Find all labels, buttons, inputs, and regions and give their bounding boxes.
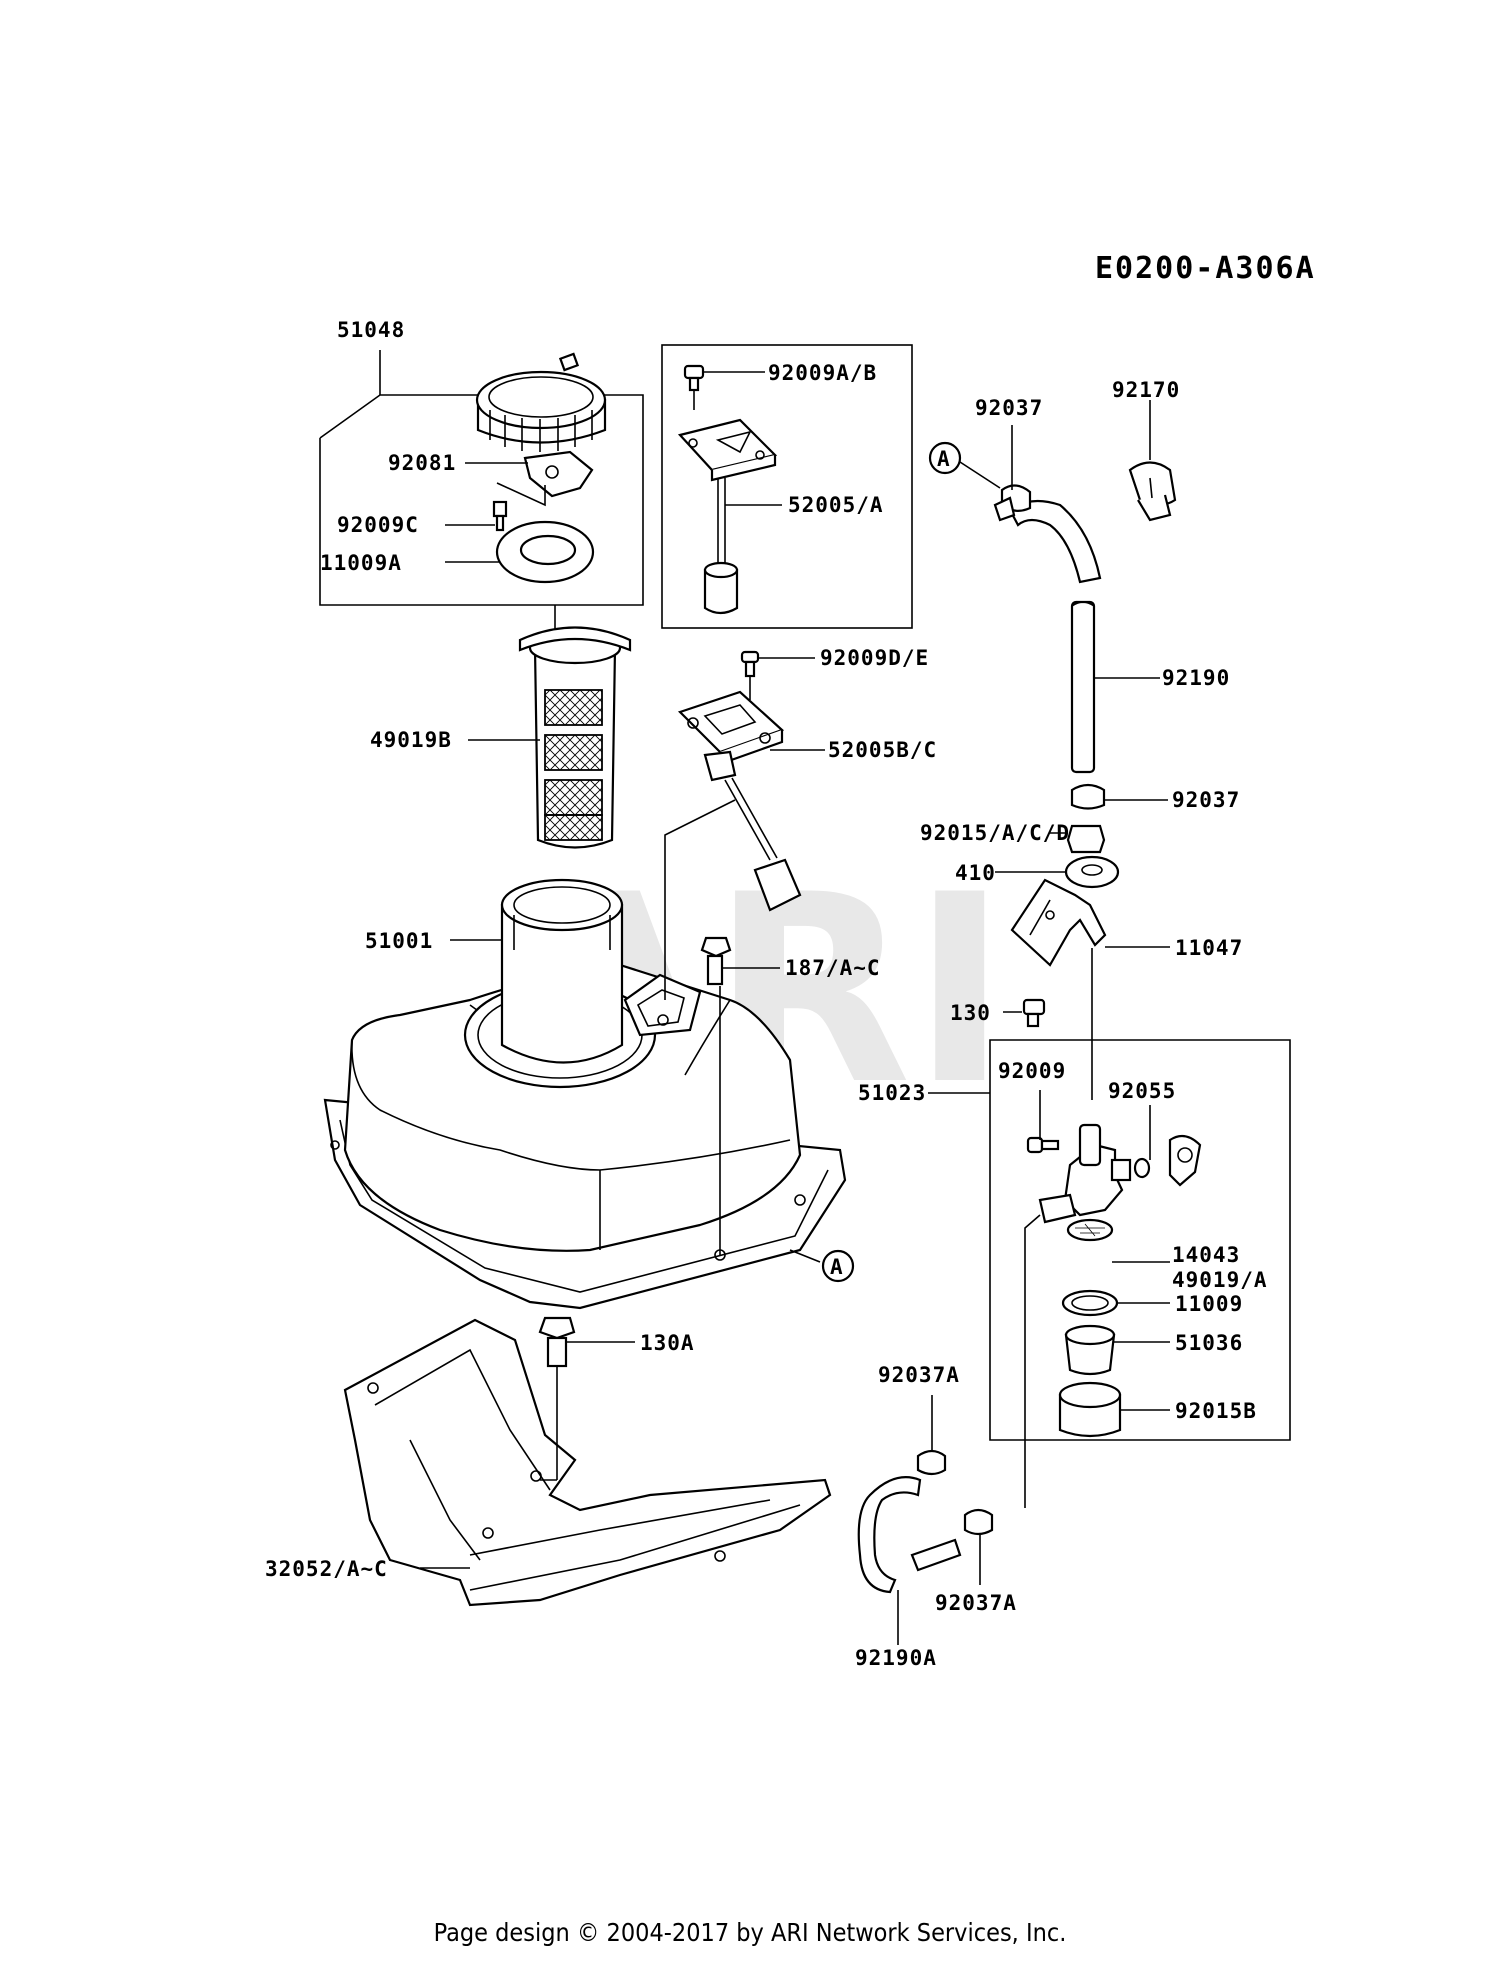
leader-lines — [420, 371, 1170, 1645]
label-49019a: 49019/A — [1172, 1268, 1268, 1292]
label-92009de: 92009D/E — [820, 646, 929, 670]
label-51048: 51048 — [337, 318, 405, 342]
hose-clamp-92037-mid — [1070, 783, 1106, 810]
fuel-cap — [475, 352, 607, 452]
screw-92009c — [492, 500, 508, 532]
label-51036: 51036 — [1175, 1331, 1243, 1355]
bolt-130 — [1022, 998, 1046, 1028]
svg-text:A: A — [937, 447, 951, 471]
hose-clamp-92037a-upper — [916, 1449, 947, 1476]
hose-clamp-92037a-lower — [963, 1508, 994, 1536]
label-92170: 92170 — [1112, 378, 1180, 402]
part-labels: 51048 92081 92009C 11009A 49019B 51001 9… — [265, 318, 1268, 1670]
label-32052: 32052/A~C — [265, 1557, 388, 1581]
cap-assembly-group — [319, 350, 644, 606]
fuel-tank — [323, 878, 847, 1310]
label-92190: 92190 — [1162, 666, 1230, 690]
clip-92170 — [1128, 461, 1177, 522]
diagram-code: E0200-A306A — [1095, 251, 1316, 286]
fuel-gauge-group — [661, 344, 913, 629]
label-92015: 92015/A/C/D — [920, 821, 1070, 845]
strainer-49019b — [518, 605, 632, 849]
label-187: 187/A~C — [785, 956, 881, 980]
label-52005bc: 52005B/C — [828, 738, 937, 762]
svg-text:A: A — [830, 1255, 844, 1279]
cap-gasket — [523, 450, 594, 498]
label-92015b: 92015B — [1175, 1399, 1257, 1423]
label-92081: 92081 — [388, 451, 456, 475]
label-92190a: 92190A — [855, 1646, 937, 1670]
callout-a-bottom: A — [821, 1249, 855, 1283]
label-92009ab: 92009A/B — [768, 361, 877, 385]
label-92037a-lower: 92037A — [935, 1591, 1017, 1615]
label-92037-mid: 92037 — [1172, 788, 1240, 812]
callout-a-top: A — [928, 441, 1001, 489]
label-410: 410 — [955, 861, 996, 885]
label-130: 130 — [950, 1001, 991, 1025]
skid-plate — [343, 1318, 832, 1607]
washer-11009a — [495, 520, 595, 584]
washer-410 — [1064, 855, 1120, 889]
label-92055: 92055 — [1108, 1079, 1176, 1103]
label-11009a: 11009A — [320, 551, 402, 575]
bolt-130a — [538, 1316, 635, 1481]
bolt-187 — [700, 936, 780, 1255]
bracket-11047 — [1010, 878, 1107, 967]
label-51001: 51001 — [365, 929, 433, 953]
label-92009c: 92009C — [337, 513, 419, 537]
label-51023: 51023 — [858, 1081, 926, 1105]
fuel-sender — [664, 650, 802, 1000]
footer-copyright: Page design © 2004-2017 by ARI Network S… — [433, 1918, 1067, 1947]
label-92009: 92009 — [998, 1059, 1066, 1083]
label-14043: 14043 — [1172, 1243, 1240, 1267]
hose-clamp-92037-top — [993, 484, 1032, 522]
nut-92015 — [1066, 824, 1106, 854]
fuel-hose-92190 — [1008, 499, 1102, 774]
fuel-cock-group — [989, 1039, 1291, 1441]
label-11009: 11009 — [1175, 1292, 1243, 1316]
fuel-hose-92190a — [857, 1476, 962, 1594]
label-92037-top: 92037 — [975, 396, 1043, 420]
label-11047: 11047 — [1175, 936, 1243, 960]
label-92037a-upper: 92037A — [878, 1363, 960, 1387]
label-130a: 130A — [640, 1331, 695, 1355]
label-49019b: 49019B — [370, 728, 452, 752]
label-52005a: 52005/A — [788, 493, 884, 517]
